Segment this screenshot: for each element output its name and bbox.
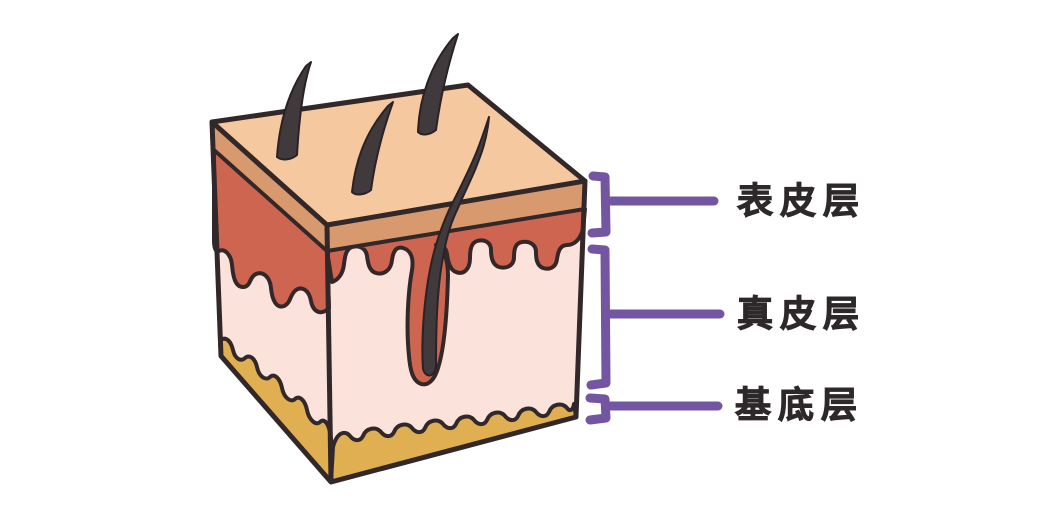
- epidermis-layer-label: 表皮层: [736, 180, 867, 222]
- dermis-drips-left: [212, 148, 331, 315]
- annotation-brackets: [585, 171, 725, 425]
- follicle-hair-icon: [421, 116, 490, 377]
- hair-icon-3: [417, 33, 459, 136]
- hair-icon-2: [351, 101, 394, 196]
- hair-icon-1: [276, 61, 312, 161]
- basal-layer-label: 基底层: [734, 384, 865, 426]
- bracket-basal: [585, 393, 611, 425]
- cube-outline: [209, 119, 588, 485]
- bracket-dermis: [586, 244, 611, 390]
- epidermis-edge-left: [212, 122, 327, 251]
- dermis-layer-label: 真皮层: [736, 293, 867, 335]
- basal-layer-right: [329, 402, 578, 484]
- basal-layer-left: [218, 336, 335, 484]
- epidermis-edge-right: [327, 181, 585, 251]
- bracket-epidermis: [587, 171, 611, 238]
